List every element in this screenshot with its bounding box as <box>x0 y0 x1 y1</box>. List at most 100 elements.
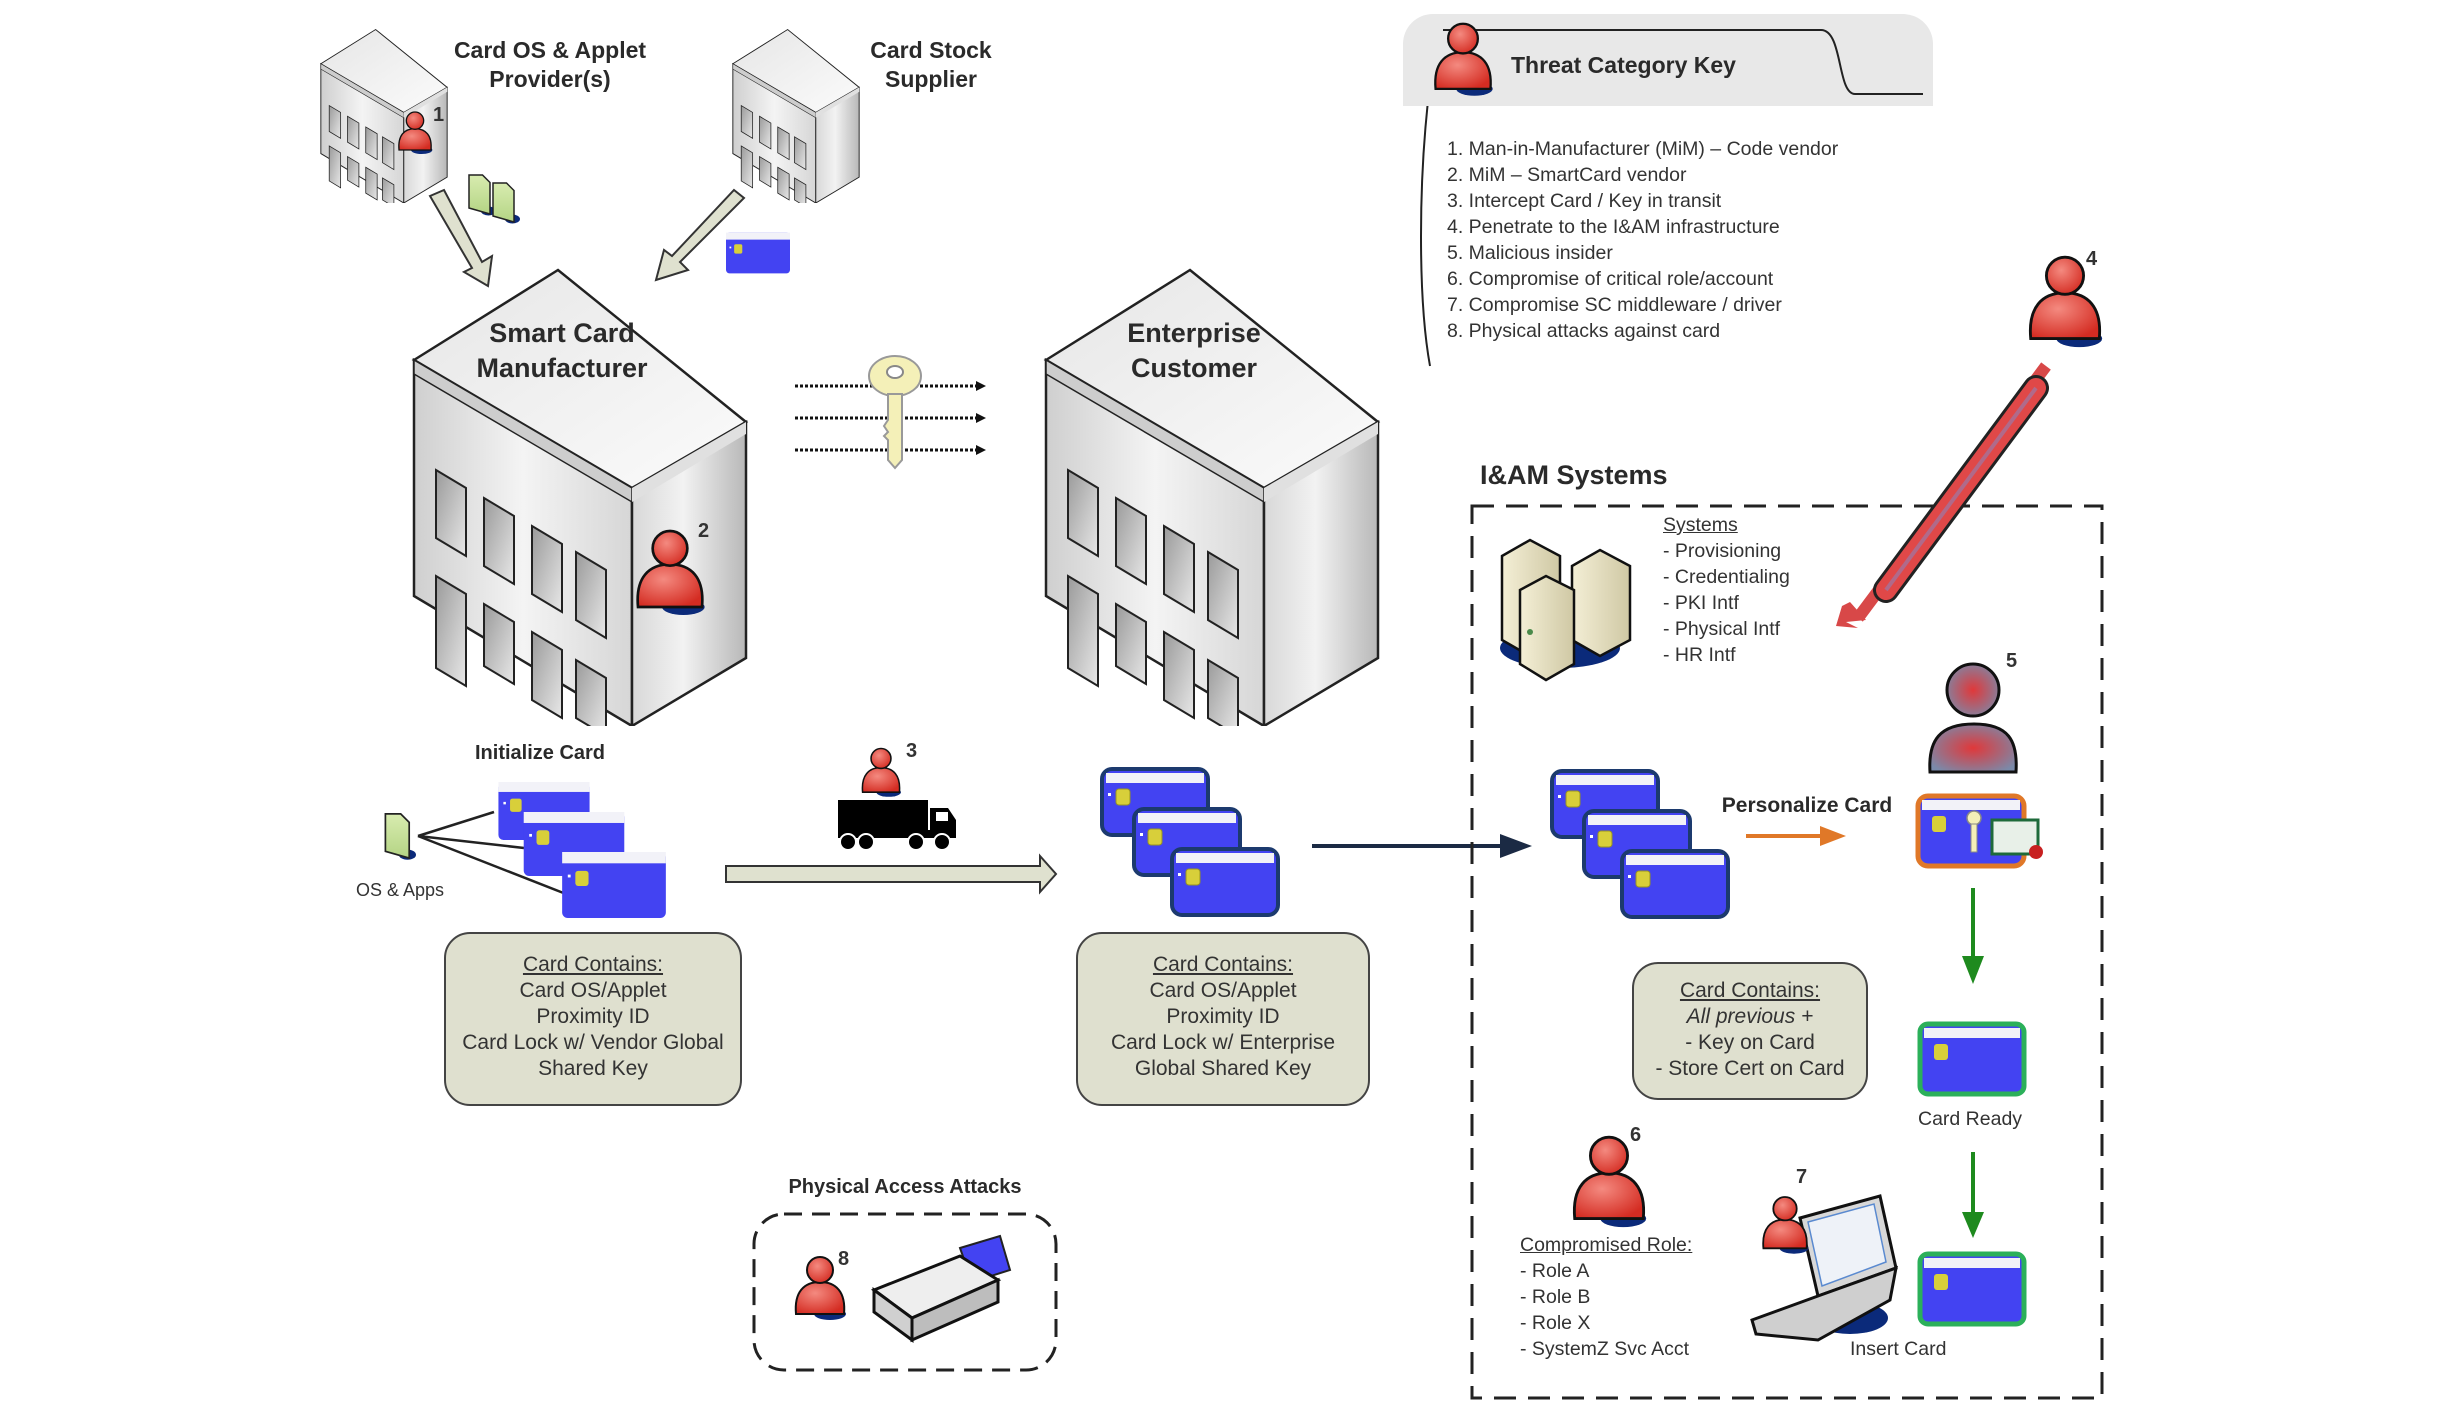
card-contains-line: Shared Key <box>538 1057 648 1080</box>
systems-item: - PKI Intf <box>1663 592 1739 614</box>
roles-item: - Role X <box>1520 1312 1591 1334</box>
os-apps-label: OS & Apps <box>356 880 445 900</box>
ready-arrow-1 <box>1962 888 1984 984</box>
card-contains-line: Card Lock w/ Enterprise <box>1110 1031 1336 1054</box>
threat-key-item: 3. Intercept Card / Key in transit <box>1447 190 1722 212</box>
os-provider-label-line2: Provider(s) <box>489 66 611 92</box>
transit-arrow <box>725 853 1058 895</box>
init-lines <box>417 810 567 896</box>
enterprise-label-line1: Enterprise <box>1127 318 1261 348</box>
roles-item: - Role A <box>1520 1260 1590 1282</box>
systems-list: Systems - Provisioning - Credentialing -… <box>1663 512 1790 668</box>
systems-item: - Credentialing <box>1663 566 1790 588</box>
threat-marker-5: 5 <box>2006 650 2018 672</box>
code-documents-icon <box>468 174 520 225</box>
card-contains-vendor-box: Card Contains: Card OS/Applet Proximity … <box>444 932 742 1106</box>
threat-key-item: 2. MiM – SmartCard vendor <box>1447 164 1687 186</box>
card-stock-label-line1: Card Stock <box>870 37 992 63</box>
card-contains-line: Card OS/Applet <box>519 979 667 1002</box>
threat-key-item: 7. Compromise SC middleware / driver <box>1447 294 1782 316</box>
card-contains-line: Proximity ID <box>536 1005 650 1028</box>
systems-heading: Systems <box>1663 514 1738 536</box>
malicious-insider-icon <box>1928 662 2018 774</box>
enterprise-label: Enterprise Customer <box>1072 316 1316 386</box>
servers-icon <box>1500 538 1632 682</box>
threat-key-item: 6. Compromise of critical role/account <box>1447 268 1774 290</box>
iam-systems-boundary <box>1470 504 2104 1400</box>
card-ready-label: Card Ready <box>1918 1108 2023 1130</box>
threat-category-key: Threat Category Key 1. Man-in-Manufactur… <box>1403 14 1933 384</box>
threat-key-list: 1. Man-in-Manufacturer (MiM) – Code vend… <box>1447 136 1838 344</box>
card-contains-enterprise-box: Card Contains: Card OS/Applet Proximity … <box>1076 932 1370 1106</box>
os-provider-building-icon <box>320 29 448 203</box>
card-stock-label: Card Stock Supplier <box>856 36 1006 94</box>
physical-access-boundary <box>752 1212 1058 1372</box>
card-contains-heading: Card Contains: <box>522 953 664 976</box>
card-reader-icon <box>870 1234 1012 1343</box>
card-contains-line: Proximity ID <box>1166 1005 1280 1028</box>
card-contains-line: - Key on Card <box>1685 1031 1815 1054</box>
threat-key-item: 5. Malicious insider <box>1447 242 1613 264</box>
manufacturer-label-line2: Manufacturer <box>476 353 648 383</box>
threat-key-title: Threat Category Key <box>1511 52 1736 78</box>
initialize-card-label: Initialize Card <box>474 742 606 764</box>
personalize-arrow <box>1746 826 1846 846</box>
inserted-card-icon <box>1917 1251 2027 1327</box>
physical-access-label: Physical Access Attacks <box>788 1176 1022 1198</box>
systems-item: - HR Intf <box>1663 644 1736 666</box>
laptop-icon <box>1750 1194 1898 1342</box>
threat-key-item: 4. Penetrate to the I&AM infrastructure <box>1447 216 1780 238</box>
threat-marker-2: 2 <box>698 520 710 542</box>
manufacturer-label-line1: Smart Card <box>489 318 635 348</box>
iam-systems-title: I&AM Systems <box>1480 460 1668 490</box>
flow-arrow-stock-to-manufacturer <box>654 188 746 282</box>
os-provider-label: Card OS & Applet Provider(s) <box>440 36 660 94</box>
threat-person-icon-7 <box>1762 1196 1810 1255</box>
threat-key-leader-line <box>1420 83 1431 367</box>
threat-key-item: 1. Man-in-Manufacturer (MiM) – Code vend… <box>1447 138 1839 160</box>
threat-key-item: 8. Physical attacks against card <box>1447 320 1721 342</box>
threat-person-icon-3 <box>861 747 902 798</box>
manufacturer-label: Smart Card Manufacturer <box>440 316 684 386</box>
threat-person-icon-6 <box>1572 1135 1648 1229</box>
truck-icon <box>838 800 956 851</box>
threat-marker-1: 1 <box>433 104 445 126</box>
roles-item: - Role B <box>1520 1286 1591 1308</box>
initialize-cards-icon <box>498 782 666 918</box>
threat-marker-8: 8 <box>838 1248 850 1270</box>
card-contains-line: Global Shared Key <box>1134 1057 1312 1080</box>
card-contains-line: Card Lock w/ Vendor Global <box>462 1031 724 1054</box>
handoff-arrow <box>1312 834 1532 858</box>
card-contains-personalized-box: Card Contains: All previous + - Key on C… <box>1632 962 1868 1100</box>
compromised-roles-list: Compromised Role: - Role A - Role B - Ro… <box>1520 1232 1692 1362</box>
shared-key-icon <box>868 355 922 470</box>
iam-cards-icon <box>1552 771 1728 917</box>
roles-item: - SystemZ Svc Acct <box>1520 1338 1690 1360</box>
os-provider-label-line1: Card OS & Applet <box>453 37 647 63</box>
personalize-card-label: Personalize Card <box>1721 794 1893 817</box>
systems-item: - Provisioning <box>1663 540 1782 562</box>
card-stock-label-line2: Supplier <box>884 66 977 92</box>
infrastructure-attack-arrow <box>1836 362 2051 628</box>
card-contains-heading: Card Contains: <box>1152 953 1294 976</box>
card-contains-line: - Store Cert on Card <box>1655 1057 1845 1080</box>
threat-key-tab: Threat Category Key <box>1403 14 1933 106</box>
threat-marker-7: 7 <box>1796 1166 1808 1188</box>
threat-marker-6: 6 <box>1630 1124 1642 1146</box>
roles-heading: Compromised Role: <box>1520 1234 1693 1256</box>
threat-marker-4: 4 <box>2086 248 2098 270</box>
enterprise-cards-icon <box>1102 769 1278 915</box>
card-stock-building-icon <box>732 29 860 203</box>
insert-card-label: Insert Card <box>1850 1338 1947 1360</box>
flow-arrow-os-to-manufacturer <box>428 188 494 288</box>
ready-card-icon <box>1917 1021 2027 1097</box>
card-contains-line: Card OS/Applet <box>1149 979 1297 1002</box>
card-contains-italic: All previous + <box>1686 1005 1814 1028</box>
enterprise-label-line2: Customer <box>1130 353 1258 383</box>
personalized-card-icon <box>1915 793 2043 869</box>
card-contains-heading: Card Contains: <box>1679 979 1821 1002</box>
blank-card-icon <box>726 232 790 274</box>
threat-key-person-icon <box>1423 18 1503 98</box>
os-apps-document-icon <box>384 812 416 861</box>
